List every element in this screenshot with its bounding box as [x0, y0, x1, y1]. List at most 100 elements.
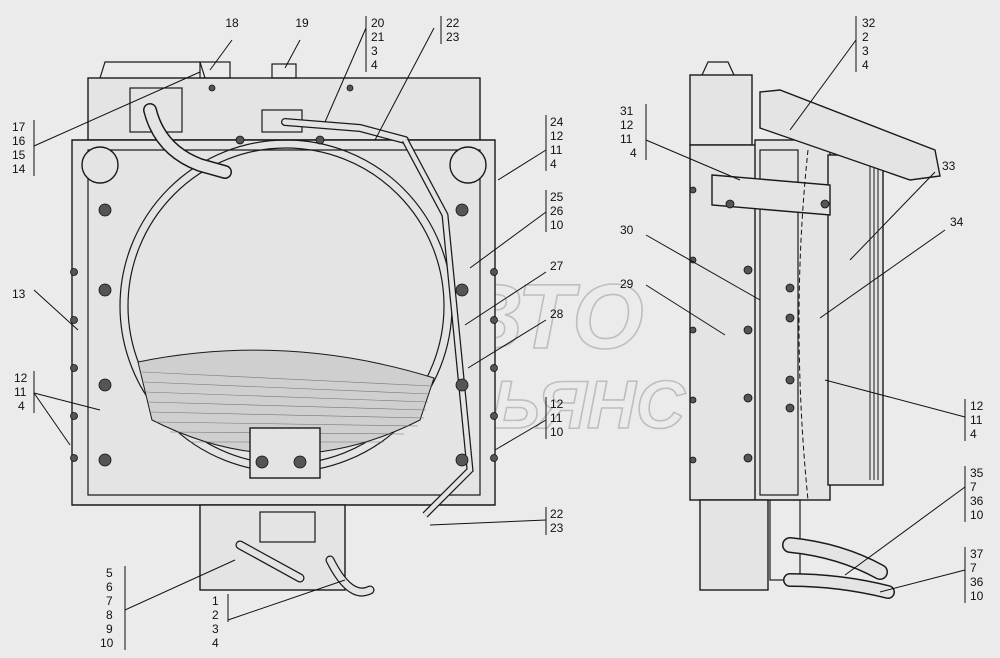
callout-label: 12: [620, 118, 634, 132]
callout-label: 4: [371, 58, 378, 72]
callout-label: 13: [12, 287, 26, 301]
callout-label: 10: [550, 425, 564, 439]
callout-label: 22: [550, 507, 564, 521]
callout-label: 2: [862, 30, 869, 44]
callout-33: 33: [942, 159, 956, 173]
filler-cap: [199, 61, 231, 79]
callout-label: 23: [550, 521, 564, 535]
filler-rail: [99, 61, 206, 79]
callout-label: 23: [446, 30, 460, 44]
callout-label: 7: [970, 561, 977, 575]
callout-27: 27: [550, 259, 564, 273]
callout-label: 33: [942, 159, 956, 173]
callout-31: 31 12 11 4: [620, 104, 647, 160]
callout-29: 29: [620, 277, 634, 291]
callout-label: 28: [550, 307, 564, 321]
callout-label: 9: [106, 622, 113, 636]
callout-label: 29: [620, 277, 634, 291]
callout-label: 18: [225, 16, 239, 30]
callout-label: 12: [550, 397, 564, 411]
callout-label: 19: [295, 16, 309, 30]
callout-22-top: 22 23: [440, 16, 460, 44]
callout-label: 27: [550, 259, 564, 273]
callout-label: 16: [12, 134, 26, 148]
callout-17: 17 16 15 14: [12, 120, 35, 176]
callout-12-left: 12 11 4: [14, 371, 35, 413]
callout-35: 35 7 36 10: [964, 466, 984, 522]
callout-label: 26: [550, 204, 564, 218]
lower-bracket: [249, 427, 321, 479]
callout-label: 20: [371, 16, 385, 30]
callout-label: 1: [212, 594, 219, 608]
callout-label: 15: [12, 148, 26, 162]
front-view: [70, 61, 498, 597]
callout-label: 31: [620, 104, 634, 118]
side-bolts: [689, 186, 830, 464]
radiator-core: [87, 149, 481, 496]
callout-label: 7: [970, 480, 977, 494]
side-handle: [701, 61, 735, 76]
callout-label: 14: [12, 162, 26, 176]
callout-label: 32: [862, 16, 876, 30]
callout-label: 3: [862, 44, 869, 58]
lower-tank: [199, 504, 346, 591]
callout-label: 5: [106, 566, 113, 580]
side-lower-tank: [699, 499, 769, 591]
core-fin-lines: [141, 371, 433, 443]
callout-25: 25 26 10: [545, 190, 564, 232]
callout-12-right: 12 11 4: [964, 399, 984, 441]
callout-12-mid: 12 11 10: [545, 397, 564, 439]
callout-label: 24: [550, 115, 564, 129]
side-bracket: [711, 174, 831, 216]
callout-label: 17: [12, 120, 26, 134]
callout-label: 21: [371, 30, 385, 44]
callout-label: 4: [18, 399, 25, 413]
callout-label: 6: [106, 580, 113, 594]
callout-label: 4: [212, 636, 219, 650]
core-fins: [137, 349, 435, 455]
side-cooler-fins: [869, 160, 879, 480]
callout-label: 2: [212, 608, 219, 622]
callout-1: 1 2 3 4: [212, 594, 229, 650]
side-hidden-line: [798, 149, 809, 501]
left-top-boss: [81, 146, 119, 184]
callout-19: 19: [295, 16, 309, 30]
callout-label: 37: [970, 547, 984, 561]
callout-label: 12: [14, 371, 28, 385]
callout-label: 10: [970, 589, 984, 603]
side-top-housing: [689, 74, 753, 146]
callout-24: 24 12 11 4: [545, 115, 564, 171]
callout-label: 7: [106, 594, 113, 608]
callout-label: 3: [371, 44, 378, 58]
callout-label: 30: [620, 223, 634, 237]
callout-label: 3: [212, 622, 219, 636]
callout-label: 22: [446, 16, 460, 30]
callout-label: 12: [550, 129, 564, 143]
callout-label: 4: [862, 58, 869, 72]
callout-label: 36: [970, 494, 984, 508]
callout-label: 10: [970, 508, 984, 522]
callout-label: 10: [100, 636, 114, 650]
callout-label: 4: [550, 157, 557, 171]
side-core-inner: [759, 149, 799, 496]
callout-5: 5 6 7 8 9 10: [100, 566, 126, 650]
callout-label: 12: [970, 399, 984, 413]
right-top-boss: [449, 146, 487, 184]
frame-bolts: [70, 84, 498, 469]
callout-label: 4: [970, 427, 977, 441]
leader-lines: [33, 27, 966, 621]
callout-22-bottom: 22 23: [545, 507, 564, 535]
callout-labels: 18 19 20 21 3 4 22 23 17 16 15 14 13: [12, 16, 984, 650]
callout-label: 11: [620, 132, 633, 146]
callout-20: 20 21 3 4: [365, 16, 385, 72]
callout-label: 10: [550, 218, 564, 232]
callout-34: 34: [950, 215, 964, 229]
side-cooler: [827, 154, 884, 486]
callout-label: 11: [550, 143, 563, 157]
callout-label: 4: [630, 146, 637, 160]
callout-label: 35: [970, 466, 984, 480]
callout-13: 13: [12, 287, 26, 301]
callout-32: 32 2 3 4: [855, 16, 876, 72]
breather-cap: [271, 63, 297, 79]
